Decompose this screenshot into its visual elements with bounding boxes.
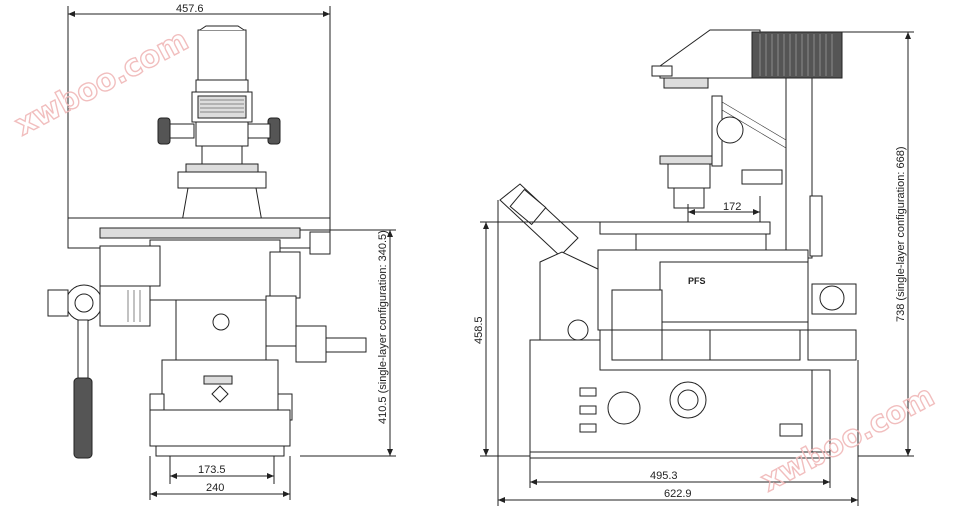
dim-side-depth-inner: 495.3 [650, 470, 678, 482]
dim-side-total-height: 738 (single-layer configuration: 668) [895, 147, 907, 323]
dim-front-width: 457.6 [176, 3, 204, 15]
dim-side-height: 458.5 [473, 316, 485, 344]
pfs-badge: PFS [688, 276, 706, 286]
front-view: 457.6 [47, 3, 396, 500]
dim-front-base-outer: 240 [206, 482, 224, 494]
dim-front-height: 410.5 (single-layer configuration: 340.5… [377, 230, 389, 424]
dim-side-stage-offset: 172 [723, 201, 741, 213]
dim-front-base-inner: 173.5 [198, 464, 226, 476]
dim-side-depth-outer: 622.9 [664, 488, 692, 500]
side-view: 172 PFS [473, 29, 914, 506]
